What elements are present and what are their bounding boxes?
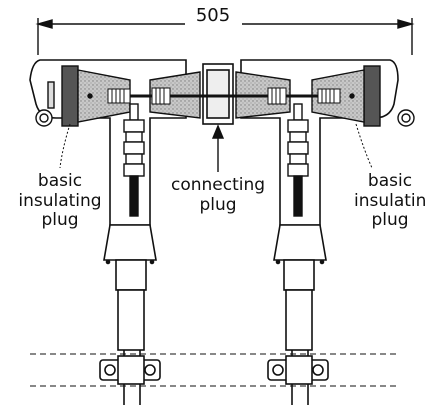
label-line: basic	[37, 171, 83, 191]
left-cable-lug	[123, 103, 145, 217]
left-plug-leader	[59, 123, 71, 169]
dashed-reference-lines	[30, 353, 400, 387]
connecting-plug	[202, 63, 234, 125]
label-line: basic	[367, 171, 413, 191]
connecting-plug-label: connecting plug	[168, 175, 268, 215]
left-threaded-stud	[107, 87, 171, 105]
connecting-plug-pointer	[211, 124, 225, 172]
label-line: plug	[199, 194, 237, 215]
right-cable-clamp	[267, 355, 329, 385]
right-basic-insulating-plug-label: basic insulating plug	[354, 171, 427, 231]
right-plug-leader	[355, 123, 373, 169]
label-line: connecting	[170, 175, 266, 195]
label-line: plug	[371, 210, 409, 231]
right-cable-entry	[273, 224, 327, 405]
right-threaded-stud	[267, 87, 341, 105]
left-basic-insulating-plug-label: basic insulating plug	[14, 171, 106, 231]
label-line: insulating	[18, 190, 102, 211]
left-cable-clamp	[99, 355, 161, 385]
dimension-label: 505	[185, 5, 241, 27]
left-basic-insulating-plug	[61, 65, 131, 127]
left-end-boss	[35, 81, 55, 127]
right-cable-lug	[287, 103, 309, 217]
dimension-line	[35, 18, 415, 55]
label-line: plug	[41, 210, 79, 231]
label-line: insulating	[354, 190, 427, 211]
